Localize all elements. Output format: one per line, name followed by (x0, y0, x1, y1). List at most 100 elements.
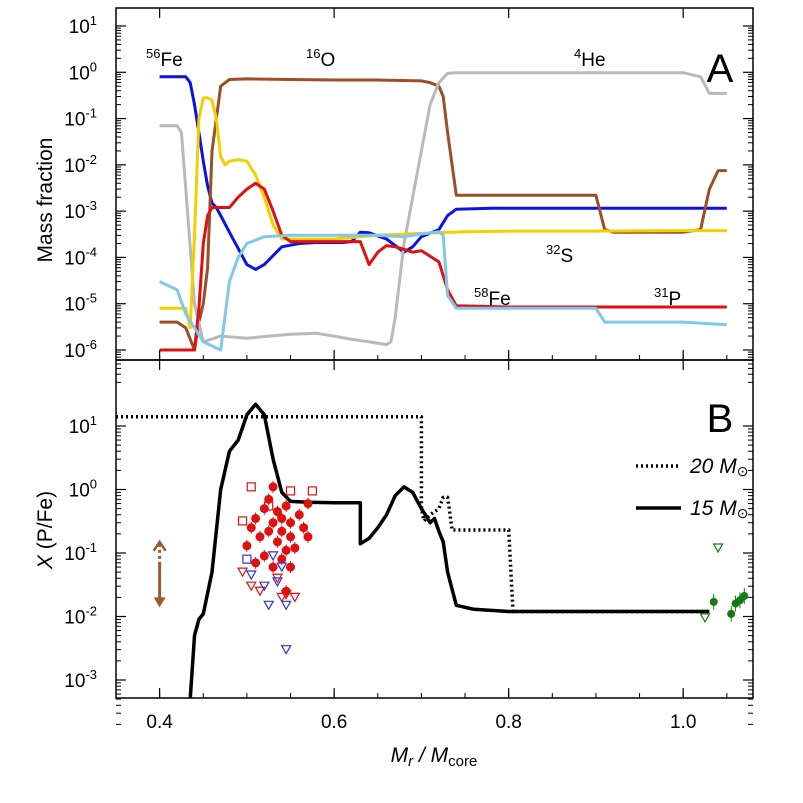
label-s32: 32S (546, 242, 573, 267)
obs-red-square (237, 516, 248, 526)
b-y-tick-label: 101 (69, 413, 97, 438)
obs-blue-triangle (276, 562, 288, 573)
b-y-tick-label: 10-3 (64, 667, 97, 692)
a-y-tick-label: 10-1 (64, 106, 97, 131)
obs-red-point (251, 513, 261, 523)
b-y-tick-label: 10-1 (64, 540, 97, 565)
obs-red-point (259, 551, 269, 561)
obs-red-square (285, 486, 296, 496)
legend-15-label: 15 M⊙ (690, 497, 748, 521)
obs-green-triangle (712, 543, 724, 554)
panel-b-ylabel: X (P/Fe) (34, 491, 57, 570)
ylabel-rest: (P/Fe) (34, 491, 57, 555)
obs-red-triangle (245, 581, 257, 592)
x-tick-label: 0.4 (146, 712, 173, 733)
obs-red-square (264, 501, 274, 511)
obs-red-point (277, 526, 287, 536)
obs-red-point (246, 523, 256, 533)
obs-red-point (294, 510, 304, 520)
obs-red-square (307, 486, 317, 496)
panel-a-plot (158, 71, 727, 352)
obs-red-point (286, 518, 296, 528)
obs-red-point (264, 526, 274, 536)
label-p31: 31P (654, 285, 681, 310)
series-15msun-line (188, 402, 710, 698)
b-y-tick-label: 10-2 (64, 604, 97, 629)
obs-red-square (246, 482, 256, 492)
series-4he-line (159, 71, 727, 347)
xlabel-core: core (448, 753, 477, 770)
a-y-tick-label: 10-4 (64, 244, 97, 269)
legend: 20 M⊙ 15 M⊙ (636, 455, 748, 521)
obs-green-point (740, 592, 749, 601)
arrow-up-head (152, 539, 167, 552)
obs-red-point (268, 518, 278, 528)
xlabel-m: M (391, 744, 409, 767)
x-tick-label: 1.0 (670, 712, 696, 733)
xlabel-slash: / M (413, 744, 449, 767)
obs-red-point (286, 532, 296, 542)
label-fe56: 56Fe (146, 46, 183, 71)
obs-red-point (251, 558, 261, 568)
a-y-tick-label: 10-6 (64, 337, 97, 362)
obs-red-point (281, 545, 291, 555)
obs-blue-triangle (267, 551, 279, 562)
a-y-tick-label: 100 (69, 59, 97, 84)
label-he4: 4He (574, 46, 606, 71)
obs-green-point (709, 597, 718, 606)
x-axis-label: Mr / Mcore (391, 744, 478, 770)
obs-red-point (272, 537, 282, 547)
a-y-tick-label: 10-5 (64, 291, 97, 316)
obs-red-triangle (289, 592, 301, 603)
label-fe58: 58Fe (474, 285, 511, 310)
obs-red-point (272, 507, 282, 517)
obs-red-triangle (237, 567, 249, 578)
obs-red-point (268, 482, 278, 492)
obs-red-point (268, 562, 278, 572)
b-y-tick-label: 100 (69, 477, 97, 502)
obs-blue-triangle (263, 600, 275, 611)
obs-red-triangle (276, 592, 288, 603)
obs-red-triangle (280, 590, 292, 600)
a-y-tick-label: 101 (69, 13, 97, 38)
obs-red-point (290, 543, 300, 553)
obs-blue-triangle (258, 581, 270, 592)
obs-red-point (277, 513, 287, 523)
obs-blue-triangle (271, 577, 283, 588)
obs-green-triangle (699, 613, 711, 624)
arrow-down-head (153, 597, 166, 608)
obs-blue-square (242, 554, 252, 564)
panel-b-plot (116, 402, 749, 698)
panel-b-letter: B (707, 397, 734, 441)
x-tick-label: 0.6 (321, 712, 347, 733)
label-o16: 16O (306, 46, 335, 71)
obs-red-point (255, 532, 265, 542)
panel-a-letter: A (707, 47, 734, 91)
series-20msun-line (116, 414, 710, 614)
x-tick-label: 0.8 (495, 712, 521, 733)
obs-red-triangle (254, 586, 266, 597)
obs-blue-triangle (280, 645, 292, 655)
obs-red-point (303, 532, 313, 542)
xlabel-r: r (408, 753, 414, 770)
obs-red-point (286, 562, 296, 572)
obs-green-point (727, 609, 736, 618)
series-32s-line (159, 96, 727, 330)
obs-red-point (281, 501, 291, 511)
obs-red-point (303, 499, 313, 509)
obs-blue-triangle (280, 600, 292, 611)
series-16o-line (159, 77, 727, 352)
obs-blue-triangle (245, 570, 257, 581)
ylabel-x: X (34, 554, 57, 570)
series-58fe-line (158, 230, 727, 352)
obs-red-point (299, 523, 309, 533)
obs-red-point (277, 554, 287, 564)
a-y-tick-label: 10-2 (64, 152, 97, 177)
a-y-tick-label: 10-3 (64, 198, 97, 223)
obs-red-point (242, 541, 252, 551)
axis-ticks: 0.4 0.6 0.8 1.0 101 100 10-1 10-2 10-3 10-4 10-5 10… (64, 8, 753, 733)
panel-b-frame (115, 359, 754, 699)
legend-20-label: 20 M⊙ (689, 455, 748, 479)
panel-a-ylabel: Mass fraction (34, 138, 57, 263)
